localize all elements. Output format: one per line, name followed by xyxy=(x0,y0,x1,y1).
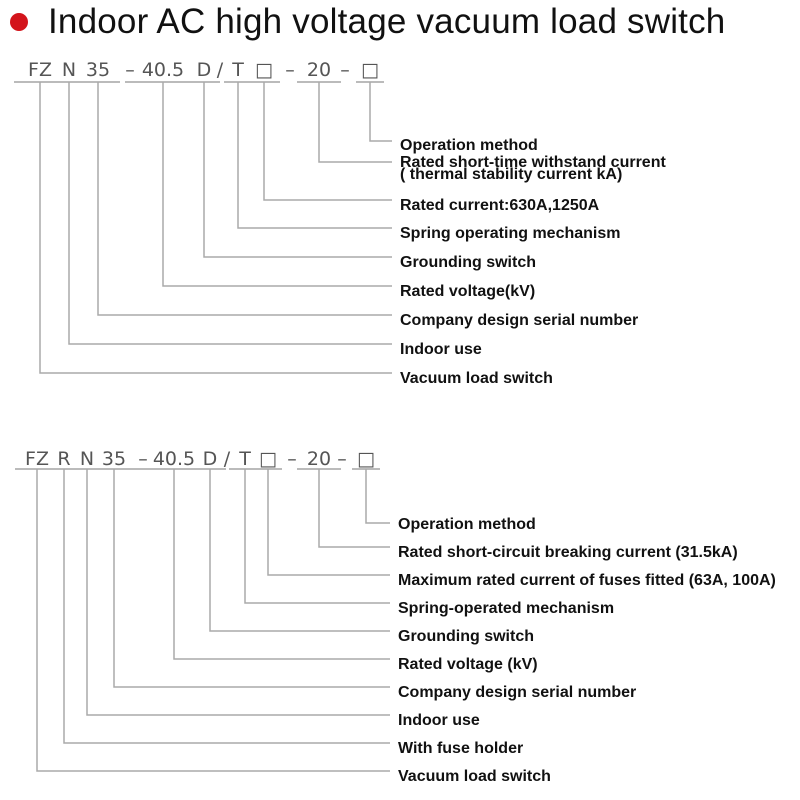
leader-line xyxy=(39,82,392,374)
leader-line xyxy=(244,469,390,604)
designation-label: Operation method xyxy=(398,516,536,533)
code-segment: □ xyxy=(361,59,379,81)
code-segment: D xyxy=(197,59,212,81)
designation-label: Spring operating mechanism xyxy=(400,225,620,242)
designation-label: Rated voltage (kV) xyxy=(398,656,538,673)
code-segment: □ xyxy=(259,448,277,470)
code-segment: 20 xyxy=(307,59,331,81)
code-segment: T xyxy=(238,448,251,470)
leader-line xyxy=(318,82,392,163)
code-segment: N xyxy=(62,59,76,81)
leader-line xyxy=(86,469,390,716)
leader-line xyxy=(68,82,392,345)
code-segment: □ xyxy=(255,59,273,81)
designation-label: Spring-operated mechanism xyxy=(398,600,614,617)
code-segment: FZ xyxy=(28,59,52,81)
code-segment: – xyxy=(340,59,350,81)
designation-label: With fuse holder xyxy=(398,740,523,757)
code-segment: R xyxy=(57,448,70,470)
page-title: Indoor AC high voltage vacuum load switc… xyxy=(48,2,726,41)
leader-line xyxy=(97,82,392,316)
code-segment: 20 xyxy=(307,448,331,470)
code-segment: 40.5 xyxy=(142,59,184,81)
designation-label: Indoor use xyxy=(400,341,482,358)
designation-label: Maximum rated current of fuses fitted (6… xyxy=(398,572,776,589)
designation-label: Rated short-time withstand current xyxy=(400,154,666,171)
code-segment: FZ xyxy=(25,448,49,470)
code-segment: – xyxy=(138,448,148,470)
code-segment: D xyxy=(203,448,218,470)
code-segment: – xyxy=(287,448,297,470)
designation-label: Grounding switch xyxy=(400,254,536,271)
leader-line xyxy=(63,469,390,744)
designation-label: Vacuum load switch xyxy=(400,370,553,387)
designation-label: Rated current:630A,1250A xyxy=(400,197,600,214)
designation-label: Operation method xyxy=(400,137,538,154)
leader-line xyxy=(173,469,390,660)
designation-label: Company design serial number xyxy=(398,684,636,701)
code-segment: – xyxy=(285,59,295,81)
code-segment: / xyxy=(224,448,231,470)
code-segment: N xyxy=(80,448,94,470)
code-segment: 40.5 xyxy=(153,448,195,470)
leader-line xyxy=(209,469,390,632)
designation-label: Indoor use xyxy=(398,712,480,729)
leader-line xyxy=(203,82,392,258)
leader-line xyxy=(113,469,390,688)
code-segment: / xyxy=(217,59,224,81)
designation-label: Vacuum load switch xyxy=(398,768,551,785)
code-segment: – xyxy=(125,59,135,81)
title-row: Indoor AC high voltage vacuum load switc… xyxy=(10,2,725,42)
designation-label-sub: ( thermal stability current kA) xyxy=(400,166,622,183)
leader-line xyxy=(365,469,390,524)
bullet-icon xyxy=(10,13,28,31)
code-segment: – xyxy=(337,448,347,470)
designation-label: Rated short-circuit breaking current (31… xyxy=(398,544,738,561)
leader-line xyxy=(318,469,390,548)
designation-label: Company design serial number xyxy=(400,312,638,329)
leader-line xyxy=(162,82,392,287)
code-segment: 35 xyxy=(102,448,126,470)
code-segment: □ xyxy=(357,448,375,470)
designation-label: Grounding switch xyxy=(398,628,534,645)
code-segment: T xyxy=(231,59,244,81)
leader-line xyxy=(237,82,392,229)
designation-label: Rated voltage(kV) xyxy=(400,283,535,300)
code-segment: 35 xyxy=(86,59,110,81)
leader-line xyxy=(263,82,392,201)
leader-line xyxy=(36,469,390,772)
leader-line xyxy=(267,469,390,576)
leader-line xyxy=(369,82,392,142)
